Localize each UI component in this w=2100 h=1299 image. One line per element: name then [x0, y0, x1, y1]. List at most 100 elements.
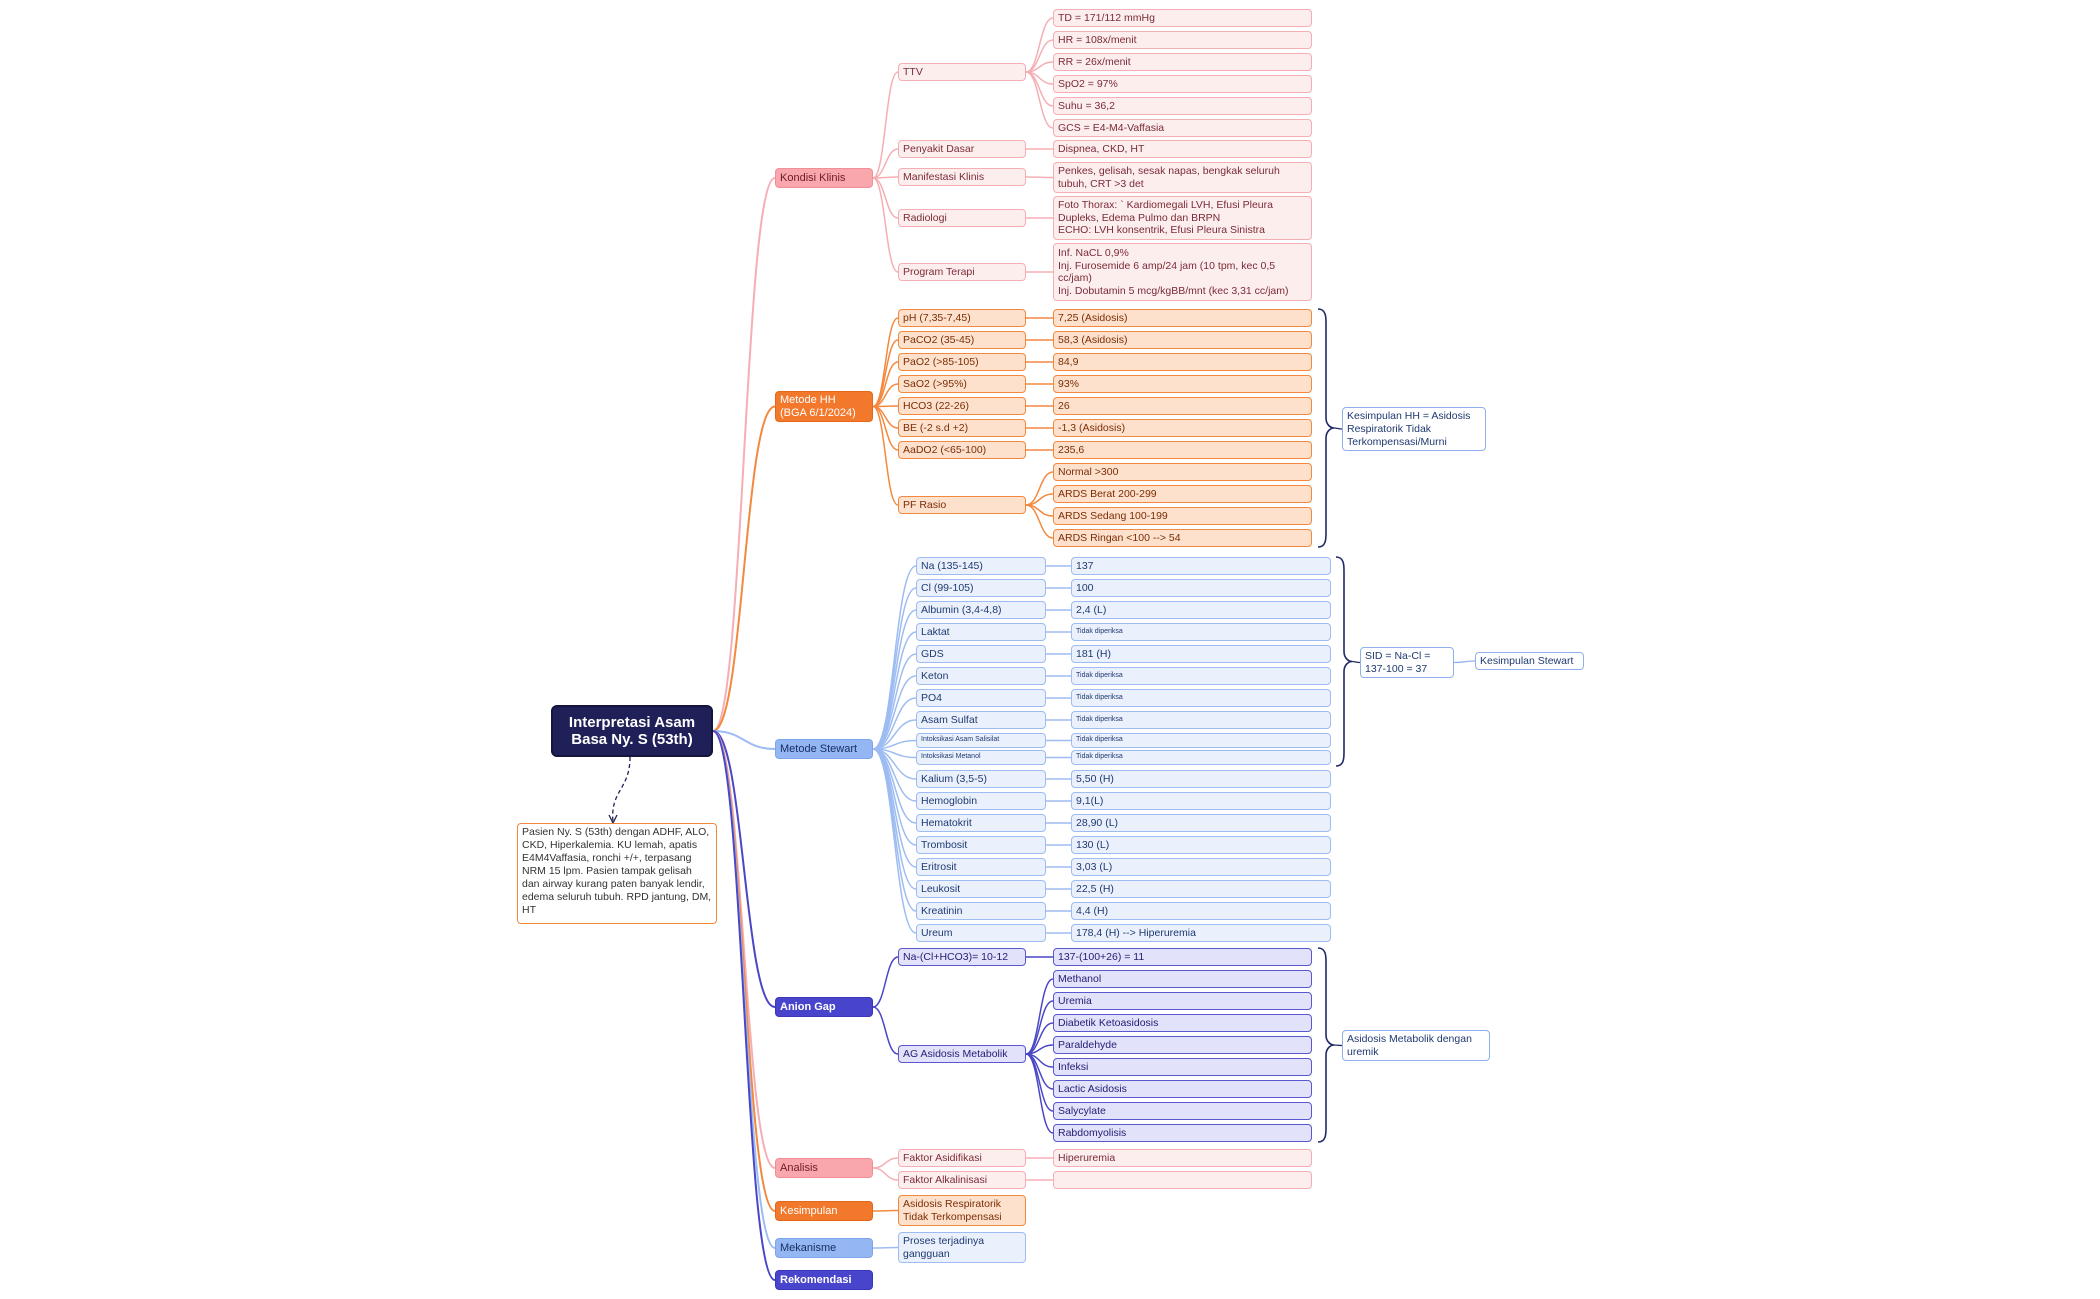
kondisi-ttv[interactable]: TTV — [898, 63, 1026, 81]
ttv-item-2[interactable]: RR = 26x/menit — [1053, 53, 1312, 71]
hh-param-3[interactable]: SaO2 (>95%) — [898, 375, 1026, 393]
stewart-param-16[interactable]: Kreatinin — [916, 902, 1046, 920]
kondisi-radiologi[interactable]: Radiologi — [898, 209, 1026, 227]
ttv-item-3[interactable]: SpO2 = 97% — [1053, 75, 1312, 93]
anion-kesimpulan[interactable]: Asidosis Metabolik dengan uremik — [1342, 1030, 1490, 1061]
ag-item-7[interactable]: Rabdomyolisis — [1053, 1124, 1312, 1142]
stewart-value-5[interactable]: Tidak diperiksa — [1071, 667, 1331, 685]
hh-value-4[interactable]: 26 — [1053, 397, 1312, 415]
stewart-param-9[interactable]: Intoksikasi Metanol — [916, 750, 1046, 765]
stewart-value-8[interactable]: Tidak diperiksa — [1071, 733, 1331, 748]
branch-kondisi-klinis[interactable]: Kondisi Klinis — [775, 168, 873, 188]
patient-note[interactable]: Pasien Ny. S (53th) dengan ADHF, ALO, CK… — [517, 823, 717, 924]
ag-item-1[interactable]: Uremia — [1053, 992, 1312, 1010]
stewart-sid[interactable]: SID = Na-Cl = 137-100 = 37 — [1360, 647, 1454, 678]
branch-metode-stewart[interactable]: Metode Stewart — [775, 739, 873, 759]
stewart-param-13[interactable]: Trombosit — [916, 836, 1046, 854]
ttv-item-0[interactable]: TD = 171/112 mmHg — [1053, 9, 1312, 27]
hh-value-2[interactable]: 84,9 — [1053, 353, 1312, 371]
hh-pf-ratio[interactable]: PF Rasio — [898, 496, 1026, 514]
kesimpulan-value[interactable]: Asidosis Respiratorik Tidak Terkompensas… — [898, 1195, 1026, 1226]
stewart-param-1[interactable]: Cl (99-105) — [916, 579, 1046, 597]
hh-value-5[interactable]: -1,3 (Asidosis) — [1053, 419, 1312, 437]
stewart-param-10[interactable]: Kalium (3,5-5) — [916, 770, 1046, 788]
hh-param-6[interactable]: AaDO2 (<65-100) — [898, 441, 1026, 459]
hh-param-4[interactable]: HCO3 (22-26) — [898, 397, 1026, 415]
stewart-value-14[interactable]: 3,03 (L) — [1071, 858, 1331, 876]
branch-metode-hh[interactable]: Metode HH (BGA 6/1/2024) — [775, 391, 873, 422]
ag-item-2[interactable]: Diabetik Ketoasidosis — [1053, 1014, 1312, 1032]
ag-item-0[interactable]: Methanol — [1053, 970, 1312, 988]
pf-item-2[interactable]: ARDS Sedang 100-199 — [1053, 507, 1312, 525]
anion-ag-asidosis[interactable]: AG Asidosis Metabolik — [898, 1045, 1026, 1063]
hh-value-6[interactable]: 235,6 — [1053, 441, 1312, 459]
analisis-alkalinisasi[interactable]: Faktor Alkalinisasi — [898, 1171, 1026, 1189]
hh-value-1[interactable]: 58,3 (Asidosis) — [1053, 331, 1312, 349]
stewart-value-11[interactable]: 9,1(L) — [1071, 792, 1331, 810]
anion-formula[interactable]: Na-(Cl+HCO3)= 10-12 — [898, 948, 1026, 966]
ttv-item-5[interactable]: GCS = E4-M4-Vaffasia — [1053, 119, 1312, 137]
stewart-value-15[interactable]: 22,5 (H) — [1071, 880, 1331, 898]
stewart-value-17[interactable]: 178,4 (H) --> Hiperuremia — [1071, 924, 1331, 942]
branch-rekomendasi[interactable]: Rekomendasi — [775, 1270, 873, 1290]
hh-param-2[interactable]: PaO2 (>85-105) — [898, 353, 1026, 371]
stewart-param-6[interactable]: PO4 — [916, 689, 1046, 707]
pf-item-1[interactable]: ARDS Berat 200-299 — [1053, 485, 1312, 503]
hh-value-3[interactable]: 93% — [1053, 375, 1312, 393]
stewart-param-7[interactable]: Asam Sulfat — [916, 711, 1046, 729]
stewart-value-4[interactable]: 181 (H) — [1071, 645, 1331, 663]
pf-item-0[interactable]: Normal >300 — [1053, 463, 1312, 481]
branch-analisis[interactable]: Analisis — [775, 1158, 873, 1178]
stewart-value-6[interactable]: Tidak diperiksa — [1071, 689, 1331, 707]
stewart-param-14[interactable]: Eritrosit — [916, 858, 1046, 876]
kondisi-terapi[interactable]: Program Terapi — [898, 263, 1026, 281]
ttv-item-1[interactable]: HR = 108x/menit — [1053, 31, 1312, 49]
stewart-value-9[interactable]: Tidak diperiksa — [1071, 750, 1331, 765]
branch-anion-gap[interactable]: Anion Gap — [775, 997, 873, 1017]
stewart-value-16[interactable]: 4,4 (H) — [1071, 902, 1331, 920]
stewart-value-1[interactable]: 100 — [1071, 579, 1331, 597]
hh-kesimpulan[interactable]: Kesimpulan HH = Asidosis Respiratorik Ti… — [1342, 407, 1486, 451]
manifestasi-value[interactable]: Penkes, gelisah, sesak napas, bengkak se… — [1053, 162, 1312, 193]
radiologi-value[interactable]: Foto Thorax: ` Kardiomegali LVH, Efusi P… — [1053, 196, 1312, 240]
kondisi-penyakit-dasar[interactable]: Penyakit Dasar — [898, 140, 1026, 158]
stewart-param-15[interactable]: Leukosit — [916, 880, 1046, 898]
branch-mekanisme[interactable]: Mekanisme — [775, 1238, 873, 1258]
analisis-asidifikasi[interactable]: Faktor Asidifikasi — [898, 1149, 1026, 1167]
stewart-param-5[interactable]: Keton — [916, 667, 1046, 685]
stewart-value-12[interactable]: 28,90 (L) — [1071, 814, 1331, 832]
penyakit-value[interactable]: Dispnea, CKD, HT — [1053, 140, 1312, 158]
anion-formula-value[interactable]: 137-(100+26) = 11 — [1053, 948, 1312, 966]
stewart-param-17[interactable]: Ureum — [916, 924, 1046, 942]
stewart-kesimpulan[interactable]: Kesimpulan Stewart — [1475, 652, 1584, 670]
stewart-param-12[interactable]: Hematokrit — [916, 814, 1046, 832]
asidifikasi-value[interactable]: Hiperuremia — [1053, 1149, 1312, 1167]
stewart-param-11[interactable]: Hemoglobin — [916, 792, 1046, 810]
stewart-value-10[interactable]: 5,50 (H) — [1071, 770, 1331, 788]
hh-param-5[interactable]: BE (-2 s.d +2) — [898, 419, 1026, 437]
hh-param-1[interactable]: PaCO2 (35-45) — [898, 331, 1026, 349]
stewart-value-3[interactable]: Tidak diperiksa — [1071, 623, 1331, 641]
ag-item-3[interactable]: Paraldehyde — [1053, 1036, 1312, 1054]
ttv-item-4[interactable]: Suhu = 36,2 — [1053, 97, 1312, 115]
stewart-param-4[interactable]: GDS — [916, 645, 1046, 663]
ag-item-4[interactable]: Infeksi — [1053, 1058, 1312, 1076]
alkalinisasi-value[interactable] — [1053, 1171, 1312, 1189]
stewart-param-0[interactable]: Na (135-145) — [916, 557, 1046, 575]
stewart-param-8[interactable]: Intoksikasi Asam Salisilat — [916, 733, 1046, 748]
root-topic[interactable]: Interpretasi Asam Basa Ny. S (53th) — [551, 705, 713, 757]
kondisi-manifestasi[interactable]: Manifestasi Klinis — [898, 168, 1026, 186]
pf-item-3[interactable]: ARDS Ringan <100 --> 54 — [1053, 529, 1312, 547]
ag-item-6[interactable]: Salycylate — [1053, 1102, 1312, 1120]
mekanisme-value[interactable]: Proses terjadinya gangguan — [898, 1232, 1026, 1263]
stewart-value-2[interactable]: 2,4 (L) — [1071, 601, 1331, 619]
branch-kesimpulan[interactable]: Kesimpulan — [775, 1201, 873, 1221]
terapi-value[interactable]: Inf. NaCL 0,9% Inj. Furosemide 6 amp/24 … — [1053, 243, 1312, 301]
stewart-value-13[interactable]: 130 (L) — [1071, 836, 1331, 854]
stewart-param-2[interactable]: Albumin (3,4-4,8) — [916, 601, 1046, 619]
ag-item-5[interactable]: Lactic Asidosis — [1053, 1080, 1312, 1098]
stewart-value-0[interactable]: 137 — [1071, 557, 1331, 575]
stewart-value-7[interactable]: Tidak diperiksa — [1071, 711, 1331, 729]
hh-value-0[interactable]: 7,25 (Asidosis) — [1053, 309, 1312, 327]
stewart-param-3[interactable]: Laktat — [916, 623, 1046, 641]
